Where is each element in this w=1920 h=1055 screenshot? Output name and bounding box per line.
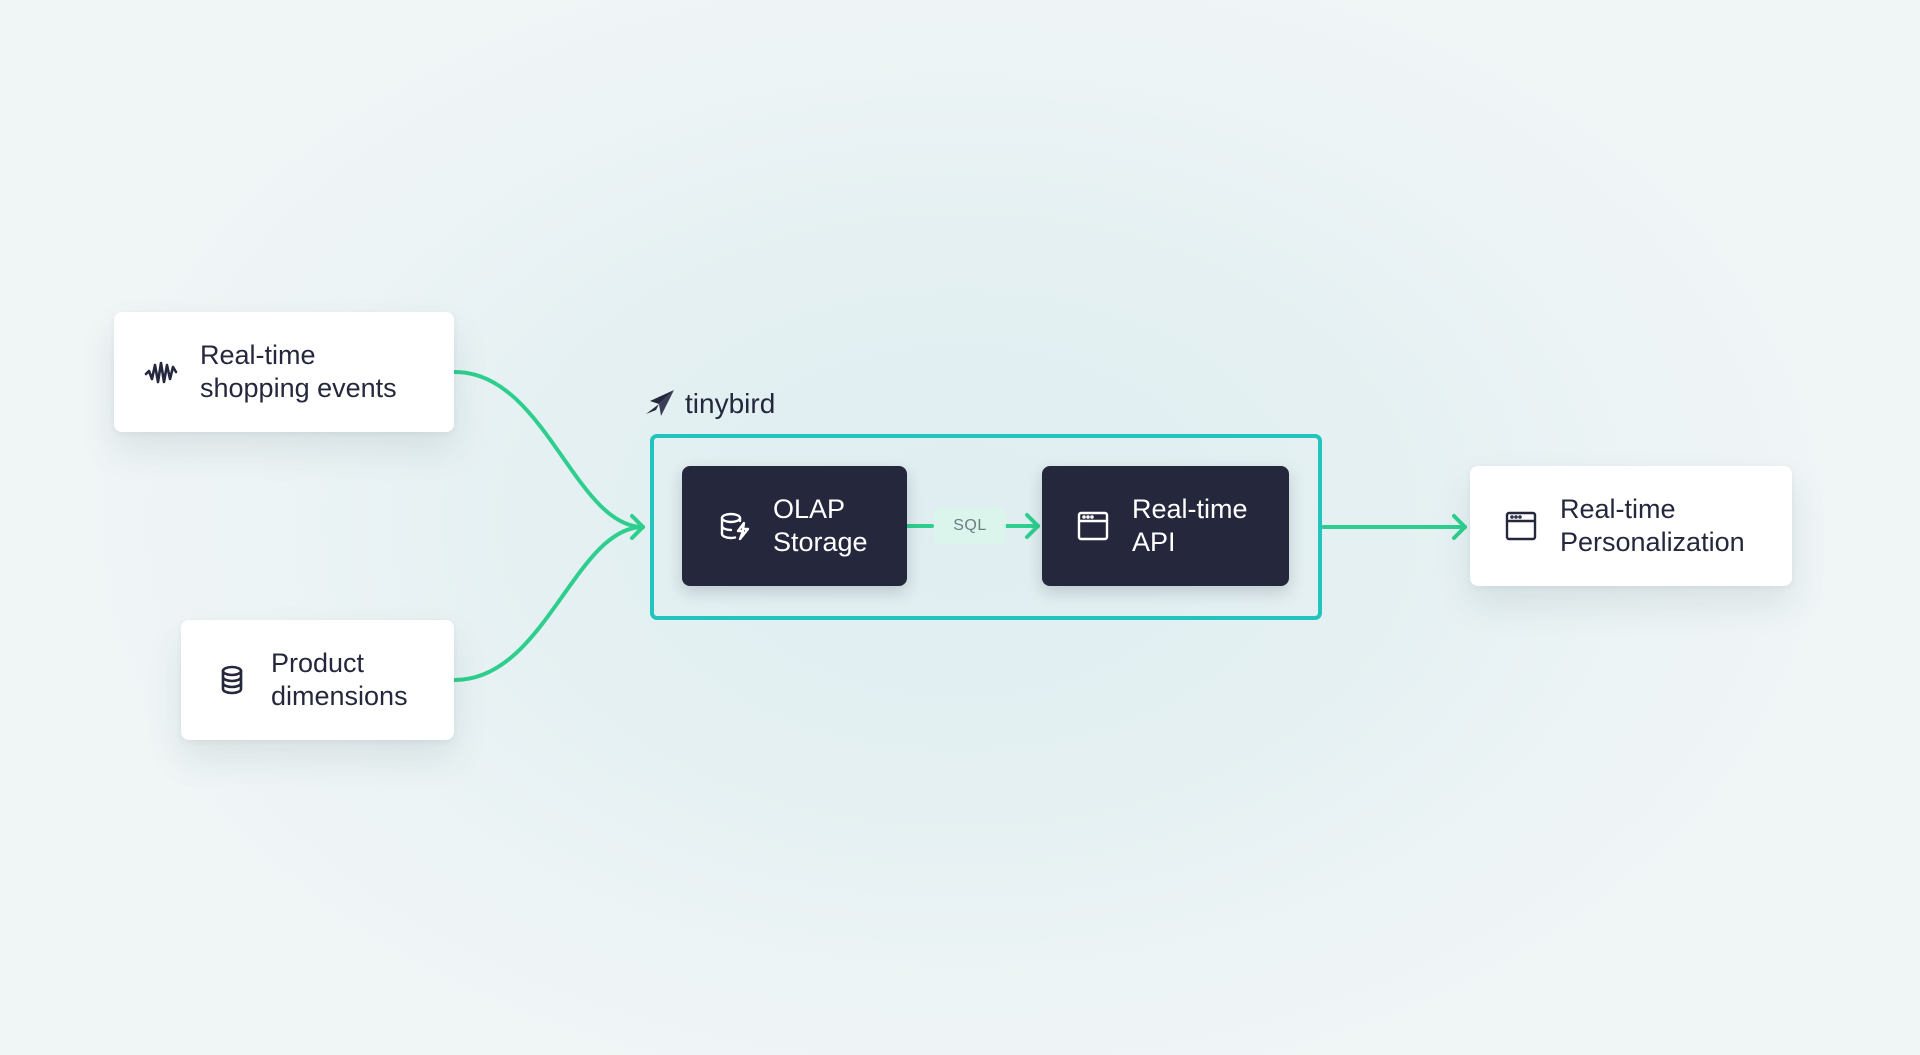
node-realtime-api[interactable]: Real-time API: [1042, 466, 1289, 586]
connector-api-arrowhead: [1025, 513, 1040, 539]
tinybird-logo-icon: [644, 388, 676, 420]
node-label-line: Storage: [773, 527, 868, 557]
node-label-line: Real-time: [1132, 494, 1248, 524]
node-label-line: shopping events: [200, 373, 397, 403]
node-label-line: Product: [271, 648, 365, 678]
node-label-line: Personalization: [1560, 527, 1745, 557]
node-label: Product dimensions: [271, 647, 408, 713]
connector-platform-arrowhead: [630, 514, 645, 540]
node-label-line: API: [1132, 527, 1176, 557]
node-label-line: OLAP: [773, 494, 846, 524]
node-olap-storage[interactable]: OLAP Storage: [682, 466, 907, 586]
browser-window-icon: [1076, 509, 1110, 543]
node-realtime-shopping-events[interactable]: Real-time shopping events: [114, 312, 454, 432]
waveform-icon: [144, 355, 178, 389]
database-icon: [215, 663, 249, 697]
tinybird-platform-frame: [650, 434, 1322, 620]
browser-window-icon: [1504, 509, 1538, 543]
node-product-dimensions[interactable]: Product dimensions: [181, 620, 454, 740]
tinybird-brand: tinybird: [644, 388, 775, 420]
connector-product-to-platform: [453, 525, 645, 682]
node-realtime-personalization[interactable]: Real-time Personalization: [1470, 466, 1792, 586]
database-bolt-icon: [717, 509, 751, 543]
node-label: OLAP Storage: [773, 493, 868, 559]
connector-shopping-to-platform: [453, 370, 645, 529]
sql-connector-label: SQL: [934, 508, 1006, 544]
connector-output-arrowhead: [1452, 514, 1467, 540]
node-label-line: Real-time: [1560, 494, 1676, 524]
node-label-line: Real-time: [200, 340, 316, 370]
brand-name: tinybird: [685, 388, 776, 419]
node-label: Real-time shopping events: [200, 339, 397, 405]
node-label: Real-time Personalization: [1560, 493, 1745, 559]
node-label-line: dimensions: [271, 681, 408, 711]
node-label: Real-time API: [1132, 493, 1248, 559]
